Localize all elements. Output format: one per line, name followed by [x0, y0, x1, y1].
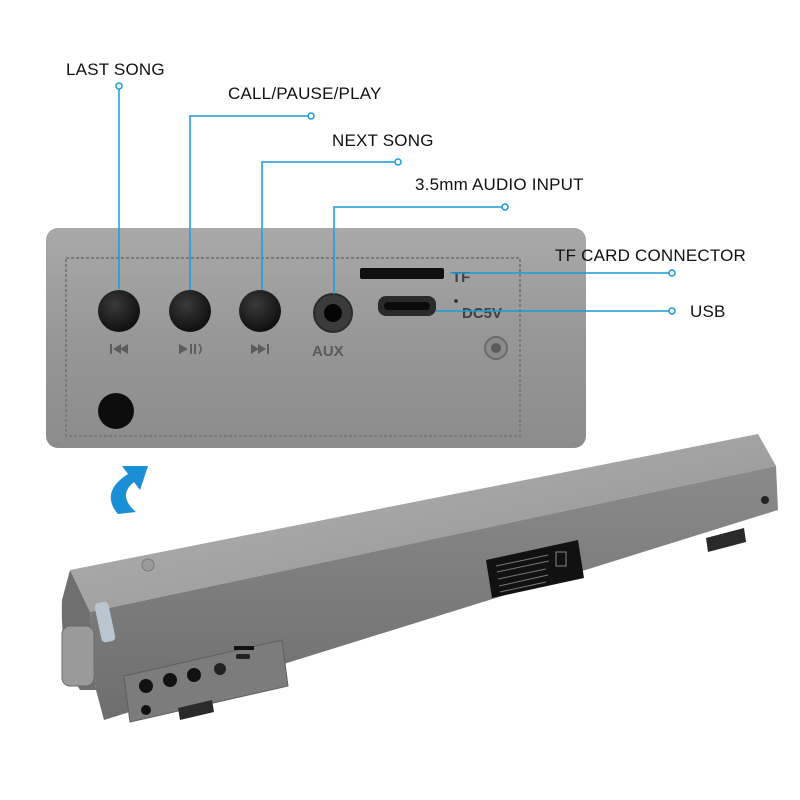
callout-lines [115, 82, 676, 315]
label-call-pause-play: CALL/PAUSE/PLAY [228, 84, 382, 103]
usb-port[interactable] [378, 296, 436, 316]
aux-jack[interactable] [313, 293, 353, 333]
play-pause-icon [179, 343, 202, 355]
aux-marking: AUX [312, 343, 344, 360]
label-usb: USB [690, 302, 726, 321]
label-audio-input: 3.5mm AUDIO INPUT [415, 175, 584, 194]
dc-marking: DC5V [462, 305, 502, 322]
spec-label [486, 540, 584, 598]
skip-next-icon [251, 344, 269, 354]
mounting-hole [98, 393, 134, 429]
next-song-button[interactable] [239, 290, 281, 332]
side-control-panel [123, 639, 289, 723]
last-song-button[interactable] [98, 290, 140, 332]
closeup-panel: AUX TF DC5V [46, 228, 586, 448]
label-next-song: NEXT SONG [332, 131, 434, 150]
label-tf-card: TF CARD CONNECTOR [555, 246, 747, 265]
tf-card-slot[interactable] [360, 268, 444, 279]
play-pause-button[interactable] [169, 290, 211, 332]
volume-knob[interactable] [61, 625, 95, 687]
screw [484, 336, 508, 360]
soundbar [61, 434, 778, 723]
tf-marking: TF [452, 269, 470, 286]
curved-arrow-icon [110, 466, 148, 514]
label-last-song: LAST SONG [66, 60, 165, 79]
skip-previous-icon [110, 344, 128, 354]
